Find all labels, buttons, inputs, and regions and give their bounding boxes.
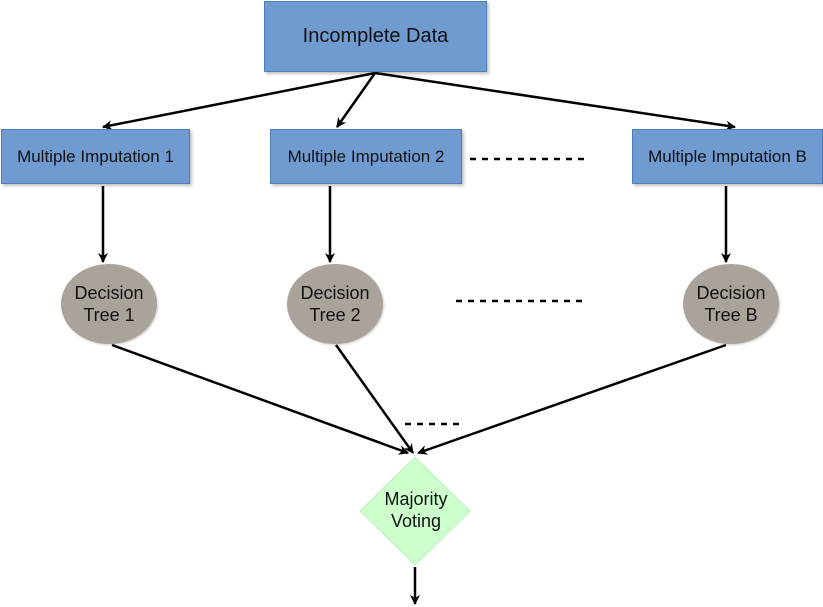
incomplete-data-box: Incomplete Data bbox=[264, 1, 487, 72]
multiple-imputation-b-label: Multiple Imputation B bbox=[648, 146, 807, 166]
decision-tree-2-line1: Decision bbox=[300, 283, 370, 303]
arrow-tree2-to-vote bbox=[334, 344, 415, 454]
arrow-data-to-mi2 bbox=[335, 72, 377, 128]
decision-tree-1-node: Decision Tree 1 bbox=[61, 264, 157, 344]
majority-voting-diamond bbox=[359, 456, 471, 566]
decision-tree-b-line1: Decision bbox=[696, 283, 766, 303]
decision-tree-b-node: Decision Tree B bbox=[683, 264, 779, 344]
multiple-imputation-2-label: Multiple Imputation 2 bbox=[287, 146, 445, 166]
multiple-imputation-1-box: Multiple Imputation 1 bbox=[1, 129, 190, 184]
majority-voting-line1: Majority bbox=[384, 489, 448, 509]
arrow-data-to-mib bbox=[374, 71, 736, 131]
multiple-imputation-2-box: Multiple Imputation 2 bbox=[270, 129, 462, 184]
decision-tree-1-line1: Decision bbox=[74, 283, 144, 303]
multiple-imputation-1-label: Multiple Imputation 1 bbox=[17, 146, 174, 166]
decision-tree-2-node: Decision Tree 2 bbox=[287, 264, 383, 344]
arrow-data-to-mi1 bbox=[102, 71, 376, 131]
multiple-imputation-b-box: Multiple Imputation B bbox=[632, 129, 823, 184]
arrow-treeb-to-vote bbox=[417, 343, 727, 455]
majority-voting-label: Majority Voting bbox=[360, 488, 472, 532]
decision-tree-b-line2: Tree B bbox=[704, 305, 758, 325]
decision-tree-2-line2: Tree 2 bbox=[309, 305, 361, 325]
incomplete-data-label: Incomplete Data bbox=[302, 25, 449, 47]
majority-voting-line2: Voting bbox=[390, 511, 442, 531]
arrow-tree1-to-vote bbox=[111, 343, 409, 455]
decision-tree-1-line2: Tree 1 bbox=[83, 305, 135, 325]
